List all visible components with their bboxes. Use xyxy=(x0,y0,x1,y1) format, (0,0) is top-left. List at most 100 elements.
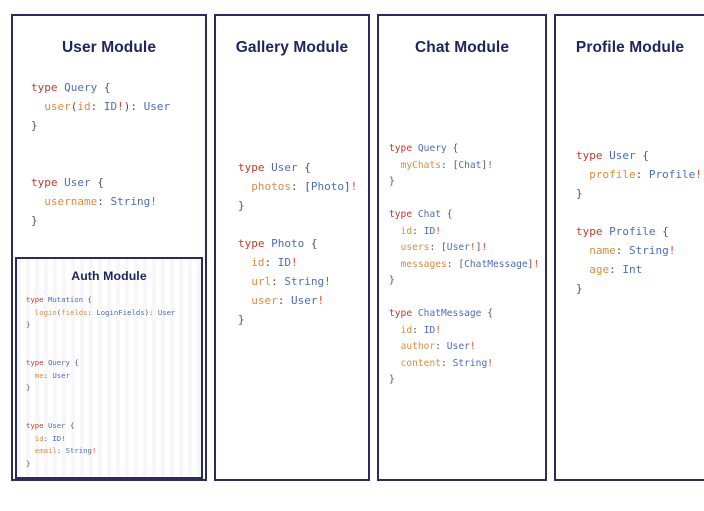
schema-code-gallery: type User { photos: [Photo]!} type Photo… xyxy=(238,158,368,329)
code-line: } xyxy=(238,310,368,329)
code-token-bang: ! xyxy=(350,180,358,193)
code-token-bang: ! xyxy=(117,100,124,113)
code-token-punct xyxy=(238,256,251,269)
code-line xyxy=(31,154,205,173)
code-line: age: Int xyxy=(576,260,704,279)
code-token-type: LoginFields xyxy=(96,307,145,317)
code-line: id: ID! xyxy=(389,224,545,241)
code-token-punct: ] xyxy=(527,258,534,270)
code-token-punct: { xyxy=(446,143,459,154)
module-panel-profile[interactable]: Profile Module type User { profile: Prof… xyxy=(554,14,704,481)
code-token-punct: : xyxy=(271,275,285,288)
code-token-bang: ! xyxy=(91,446,97,456)
code-token-punct: : xyxy=(264,256,278,269)
code-token-punct: : xyxy=(43,370,53,380)
code-line xyxy=(238,215,368,234)
code-token-field: username xyxy=(44,195,98,208)
code-token-type: Query xyxy=(64,81,98,94)
code-token-bang: ! xyxy=(481,242,488,253)
code-token-punct: { xyxy=(90,176,104,189)
code-token-type: Photo xyxy=(271,237,305,250)
code-token-type: User xyxy=(609,149,636,162)
code-token-field: users xyxy=(400,242,430,253)
code-token-bang: ! xyxy=(469,341,476,352)
code-token-punct: { xyxy=(297,161,311,174)
schema-code-user: type Query { user(id: ID!): User} type U… xyxy=(31,78,205,230)
code-token-type: ChatMessage xyxy=(464,258,528,270)
code-token-field: login xyxy=(34,307,57,317)
code-line: user(id: ID!): User xyxy=(31,97,205,116)
code-line: type Chat { xyxy=(389,207,545,224)
code-token-punct xyxy=(389,160,401,171)
code-token-punct xyxy=(26,434,35,443)
code-token-punct: : xyxy=(87,307,97,317)
code-token-punct: ( xyxy=(56,307,62,317)
code-token-punct: { xyxy=(65,420,75,430)
code-line xyxy=(26,395,201,408)
code-line: } xyxy=(31,211,205,230)
code-line: type ChatMessage { xyxy=(389,306,545,323)
code-token-type: Query xyxy=(47,357,70,367)
code-token-field: id xyxy=(400,324,413,336)
code-token-type: User xyxy=(47,420,66,430)
code-token-bang: ! xyxy=(435,225,442,237)
code-token-kw: type xyxy=(576,225,610,238)
code-token-punct: { xyxy=(441,209,453,220)
code-line: photos: [Photo]! xyxy=(238,177,368,196)
code-token-kw: type xyxy=(389,308,418,319)
code-line: type Photo { xyxy=(238,234,368,253)
code-token-type: ID xyxy=(277,256,291,269)
code-token-kw: type xyxy=(238,161,272,174)
code-token-type: Profile xyxy=(609,225,656,238)
code-token-field: email xyxy=(34,446,57,456)
code-line: id: ID! xyxy=(238,253,368,272)
module-panel-gallery[interactable]: Gallery Module type User { photos: [Phot… xyxy=(214,14,370,481)
code-token-field: fields xyxy=(61,307,88,317)
code-token-type: User xyxy=(157,307,176,317)
code-token-bang: ! xyxy=(668,244,676,257)
code-token-punct: : xyxy=(441,159,453,171)
schema-code-profile: type User { profile: Profile!} type Prof… xyxy=(576,146,704,298)
code-token-bang: ! xyxy=(435,324,442,336)
code-line xyxy=(26,407,201,420)
code-token-field: messages xyxy=(400,258,447,270)
code-token-punct: { xyxy=(83,295,92,304)
code-token-bang: ! xyxy=(487,357,493,369)
code-token-punct xyxy=(31,195,44,208)
code-line: } xyxy=(26,382,201,395)
code-token-punct: [ xyxy=(458,258,465,270)
code-token-punct: { xyxy=(304,237,318,250)
code-token-punct: ] xyxy=(475,242,482,253)
code-token-punct: { xyxy=(69,357,79,367)
code-line: type User { xyxy=(576,146,704,165)
code-token-punct: [ xyxy=(304,180,311,193)
code-token-type: User xyxy=(271,161,298,174)
code-line xyxy=(389,191,545,208)
code-token-type: User xyxy=(291,294,318,307)
code-line: } xyxy=(26,458,201,471)
code-token-punct: } xyxy=(31,214,38,227)
code-token-type: User xyxy=(143,100,171,113)
code-token-punct xyxy=(26,371,35,380)
code-line: type Query { xyxy=(31,78,205,97)
code-token-field: age xyxy=(589,263,610,276)
code-token-field: me xyxy=(34,370,44,380)
code-token-punct: } xyxy=(389,275,395,286)
code-token-punct xyxy=(389,325,401,336)
code-token-punct: } xyxy=(26,383,31,393)
code-line: type User { xyxy=(31,173,205,192)
code-token-kw: type xyxy=(389,209,418,220)
code-token-type: ID xyxy=(52,433,62,443)
module-panel-chat[interactable]: Chat Module type Query { myChats: [Chat]… xyxy=(377,14,547,481)
code-line: } xyxy=(238,196,368,215)
code-line: } xyxy=(389,372,545,389)
code-line: } xyxy=(576,279,704,298)
module-panel-user[interactable]: User Module type Query { user(id: ID!): … xyxy=(11,14,207,481)
code-token-punct: [ xyxy=(441,242,447,253)
code-token-punct: : xyxy=(43,433,53,443)
module-panel-auth[interactable]: Auth Module type Mutation { login(fields… xyxy=(15,257,203,479)
code-line: myChats: [Chat]! xyxy=(389,158,545,175)
code-token-punct: } xyxy=(26,458,31,468)
code-line: me: User xyxy=(26,370,201,383)
code-line: users: [User!]! xyxy=(389,240,545,257)
